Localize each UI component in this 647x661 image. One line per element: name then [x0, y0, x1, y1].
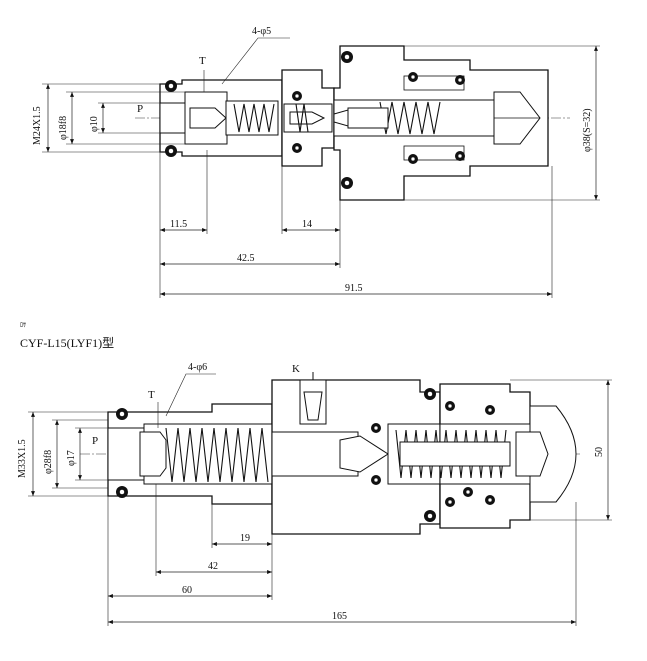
- bottom-bore-dia-label: φ17: [66, 450, 77, 466]
- top-o-rings: [165, 51, 465, 189]
- bottom-height-label: 50: [594, 447, 605, 457]
- top-thread-label: M24X1.5: [32, 106, 43, 145]
- top-dim-11-5: 11.5: [170, 219, 187, 230]
- bottom-o-rings: [116, 388, 495, 522]
- top-dim-91-5: 91.5: [345, 283, 363, 294]
- bottom-holes-label: 4-φ6: [188, 362, 207, 373]
- top-port-p-label: P: [137, 103, 143, 115]
- top-valve-drawing: T P 4-φ5 M24X1.5 φ18f8 φ10 φ38(S=32) 11.…: [32, 26, 600, 298]
- top-body-dia-label: φ38(S=32): [582, 108, 593, 152]
- bottom-port-p-label: P: [92, 435, 98, 447]
- bottom-dim-165: 165: [332, 611, 347, 622]
- top-dim-42-5: 42.5: [237, 253, 255, 264]
- top-dim-14: 14: [302, 219, 312, 230]
- bottom-thread-label: M33X1.5: [17, 439, 28, 478]
- top-bore-dia-label: φ10: [89, 116, 100, 132]
- bottom-port-t-label: T: [148, 389, 155, 401]
- top-fit-dia-label: φ18f8: [58, 116, 69, 140]
- top-holes-label: 4-φ5: [252, 26, 271, 37]
- bottom-dim-19: 19: [240, 533, 250, 544]
- bottom-fit-dia-label: φ28f8: [43, 450, 54, 474]
- bottom-end-cap: [529, 405, 577, 503]
- bottom-port-k-label: K: [292, 363, 300, 375]
- bottom-title: CYF-L15(LYF1)型: [20, 336, 114, 350]
- small-mark: ﾛｻ: [20, 322, 26, 329]
- bottom-valve-drawing: T P K 4-φ6 M33X1.5 φ28f8 φ17 50 19 42 60…: [17, 362, 612, 626]
- top-port-t-label: T: [199, 55, 206, 67]
- bottom-dim-60: 60: [182, 585, 192, 596]
- bottom-dim-42: 42: [208, 561, 218, 572]
